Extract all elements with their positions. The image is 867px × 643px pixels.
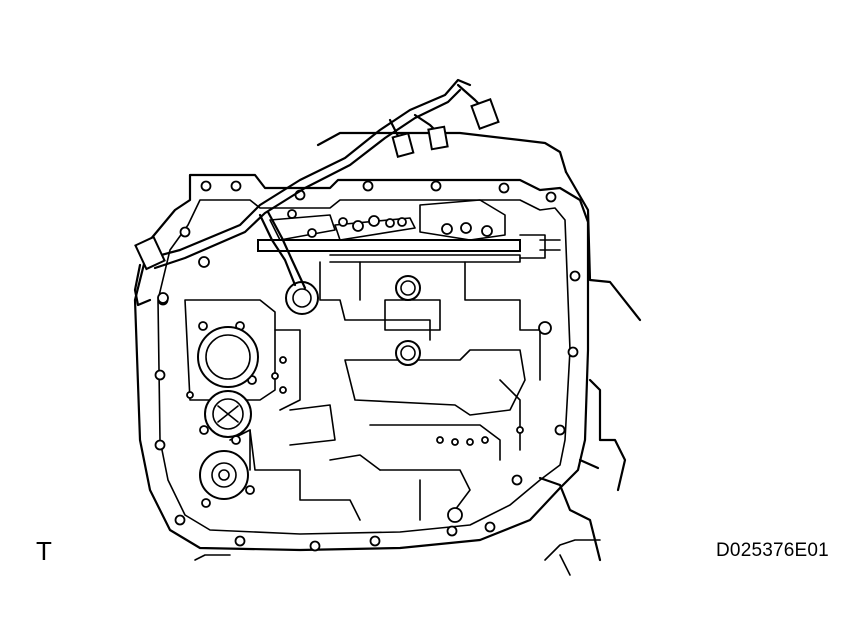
transmission-case-outline (316, 131, 642, 562)
lower-outline (194, 539, 601, 576)
figure-id-label: D025376E01 (716, 540, 829, 561)
center-ports (285, 275, 421, 366)
flange-bolt-holes (154, 180, 581, 552)
view-marker-label: T (36, 536, 52, 566)
accumulator-bores (197, 326, 259, 500)
solenoid-bracket (257, 234, 561, 259)
plate-holes (157, 209, 552, 523)
valve-body-passages (184, 199, 541, 521)
wire-harness (133, 78, 500, 307)
